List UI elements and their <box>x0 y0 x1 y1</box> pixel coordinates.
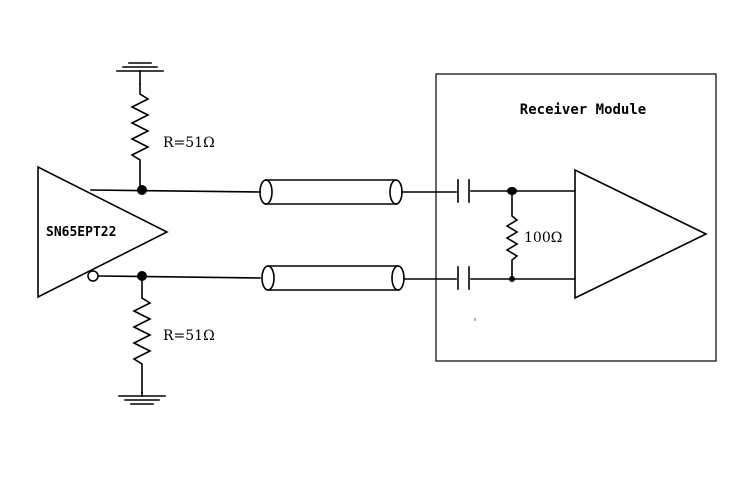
negative-output-trace <box>98 275 261 279</box>
top-ground-icon <box>116 62 164 85</box>
driver-buffer-triangle <box>37 165 169 299</box>
inverting-output-bubble <box>87 270 99 282</box>
bottom-pulldown-resistor <box>132 275 152 394</box>
receiver-buffer-triangle <box>574 168 708 300</box>
termination-resistor <box>505 190 519 280</box>
driver-label: SN65EPT22 <box>46 225 116 240</box>
top-junction-dot <box>137 185 147 195</box>
top-coax-cable <box>259 179 403 205</box>
bottom-ground-icon <box>118 392 166 405</box>
bottom-resistor-label: R=51Ω <box>163 328 215 344</box>
bottom-coupling-capacitor <box>457 266 470 290</box>
bottom-coax-cable <box>261 265 405 291</box>
top-pullup-resistor <box>130 83 150 191</box>
positive-output-trace <box>90 189 261 193</box>
termination-resistor-label: 100Ω <box>524 230 562 246</box>
top-resistor-label: R=51Ω <box>163 135 215 151</box>
receiver-module-box <box>435 73 717 362</box>
top-coupling-capacitor <box>457 179 470 203</box>
receiver-module-title: Receiver Module <box>520 102 646 118</box>
